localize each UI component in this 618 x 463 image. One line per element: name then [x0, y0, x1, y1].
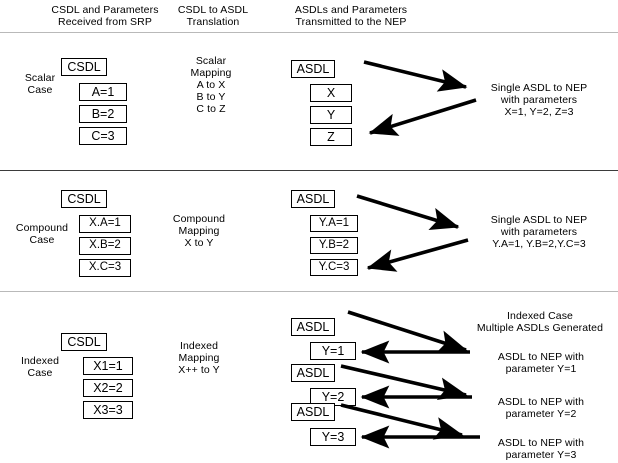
- compound-result-line-2: Y.A=1, Y.B=2,Y.C=3: [492, 238, 586, 250]
- scalar-csdl-param-1[interactable]: B=2: [79, 105, 127, 123]
- indexed-csdl-param-1[interactable]: X2=2: [83, 379, 133, 397]
- indexed-case-label-line2: Case: [27, 367, 53, 379]
- arrow-indexed-to-result-1: [347, 310, 468, 353]
- scalar-csdl-param-2[interactable]: C=3: [79, 127, 127, 145]
- scalar-mapping-line-4: C to Z: [196, 103, 226, 115]
- compound-result-line-0: Single ASDL to NEP: [490, 214, 588, 226]
- compound-csdl-param-1[interactable]: X.B=2: [79, 237, 131, 255]
- indexed-result-0-line-0: ASDL to NEP with: [497, 351, 585, 363]
- indexed-mapping-line-0: Indexed: [179, 340, 219, 352]
- indexed-result-0-line-1: parameter Y=1: [505, 363, 577, 375]
- compound-mapping-line-0: Compound: [172, 213, 226, 225]
- compound-asdl-box[interactable]: ASDL: [291, 190, 335, 208]
- compound-asdl-param-2[interactable]: Y.C=3: [310, 259, 358, 276]
- arrow-indexed-to-result-3: [340, 403, 464, 440]
- compound-csdl-param-0[interactable]: X.A=1: [79, 215, 131, 233]
- column-header-asdl-line2: Transmitted to the NEP: [295, 16, 407, 28]
- indexed-mapping-line-1: Mapping: [178, 352, 220, 364]
- column-header-csdl-line1: CSDL and Parameters: [51, 4, 159, 16]
- indexed-result-1-line-0: ASDL to NEP with: [497, 396, 585, 408]
- scalar-asdl-param-0[interactable]: X: [310, 84, 352, 102]
- indexed-asdl-box-2[interactable]: ASDL: [291, 403, 335, 421]
- separator-header: [0, 32, 618, 33]
- indexed-result-2-line-1: parameter Y=3: [505, 449, 577, 461]
- scalar-mapping-line-1: Mapping: [190, 67, 232, 79]
- compound-mapping-line-2: X to Y: [184, 237, 214, 249]
- arrow-indexed-to-result-2: [340, 364, 468, 401]
- scalar-asdl-box[interactable]: ASDL: [291, 60, 335, 78]
- indexed-csdl-param-2[interactable]: X3=3: [83, 401, 133, 419]
- indexed-csdl-param-0[interactable]: X1=1: [83, 357, 133, 375]
- indexed-asdl-param-0[interactable]: Y=1: [310, 342, 356, 360]
- scalar-csdl-box[interactable]: CSDL: [61, 58, 107, 76]
- scalar-mapping-line-3: B to Y: [196, 91, 226, 103]
- scalar-result-line-2: X=1, Y=2, Z=3: [504, 106, 574, 118]
- arrow-compound-from-result: [366, 238, 469, 272]
- scalar-asdl-param-2[interactable]: Z: [310, 128, 352, 146]
- indexed-mapping-line-2: X++ to Y: [178, 364, 220, 376]
- indexed-title-line-1: Multiple ASDLs Generated: [476, 322, 604, 334]
- column-header-translation-line2: Translation: [186, 16, 240, 28]
- scalar-asdl-param-1[interactable]: Y: [310, 106, 352, 124]
- compound-asdl-param-0[interactable]: Y.A=1: [310, 215, 358, 232]
- scalar-csdl-param-0[interactable]: A=1: [79, 83, 127, 101]
- compound-case-label-line1: Compound: [15, 222, 69, 234]
- compound-csdl-param-2[interactable]: X.C=3: [79, 259, 131, 277]
- indexed-asdl-param-2[interactable]: Y=3: [310, 428, 356, 446]
- arrow-scalar-from-result: [368, 98, 477, 136]
- compound-case-label-line2: Case: [29, 234, 55, 246]
- separator-compound-indexed: [0, 291, 618, 292]
- indexed-title-line-0: Indexed Case: [507, 310, 573, 322]
- column-header-asdl-line1: ASDLs and Parameters: [294, 4, 408, 16]
- scalar-mapping-line-0: Scalar: [195, 55, 227, 67]
- column-header-translation-line1: CSDL to ASDL: [177, 4, 249, 16]
- compound-csdl-box[interactable]: CSDL: [61, 190, 107, 208]
- indexed-case-label-line1: Indexed: [20, 355, 60, 367]
- scalar-case-label-line2: Case: [27, 84, 53, 96]
- arrow-scalar-to-result: [363, 60, 468, 92]
- indexed-result-2-line-0: ASDL to NEP with: [497, 437, 585, 449]
- compound-result-line-1: with parameters: [500, 226, 578, 238]
- compound-mapping-line-1: Mapping: [178, 225, 220, 237]
- column-header-csdl-line2: Received from SRP: [58, 16, 152, 28]
- scalar-result-line-0: Single ASDL to NEP: [490, 82, 588, 94]
- compound-asdl-param-1[interactable]: Y.B=2: [310, 237, 358, 254]
- scalar-case-label-line1: Scalar: [24, 72, 56, 84]
- scalar-mapping-line-2: A to X: [196, 79, 226, 91]
- indexed-asdl-box-0[interactable]: ASDL: [291, 318, 335, 336]
- indexed-csdl-box[interactable]: CSDL: [61, 333, 107, 351]
- indexed-result-1-line-1: parameter Y=2: [505, 408, 577, 420]
- separator-scalar-compound: [0, 170, 618, 171]
- scalar-result-line-1: with parameters: [500, 94, 578, 106]
- indexed-asdl-box-1[interactable]: ASDL: [291, 364, 335, 382]
- arrow-compound-to-result: [356, 194, 460, 230]
